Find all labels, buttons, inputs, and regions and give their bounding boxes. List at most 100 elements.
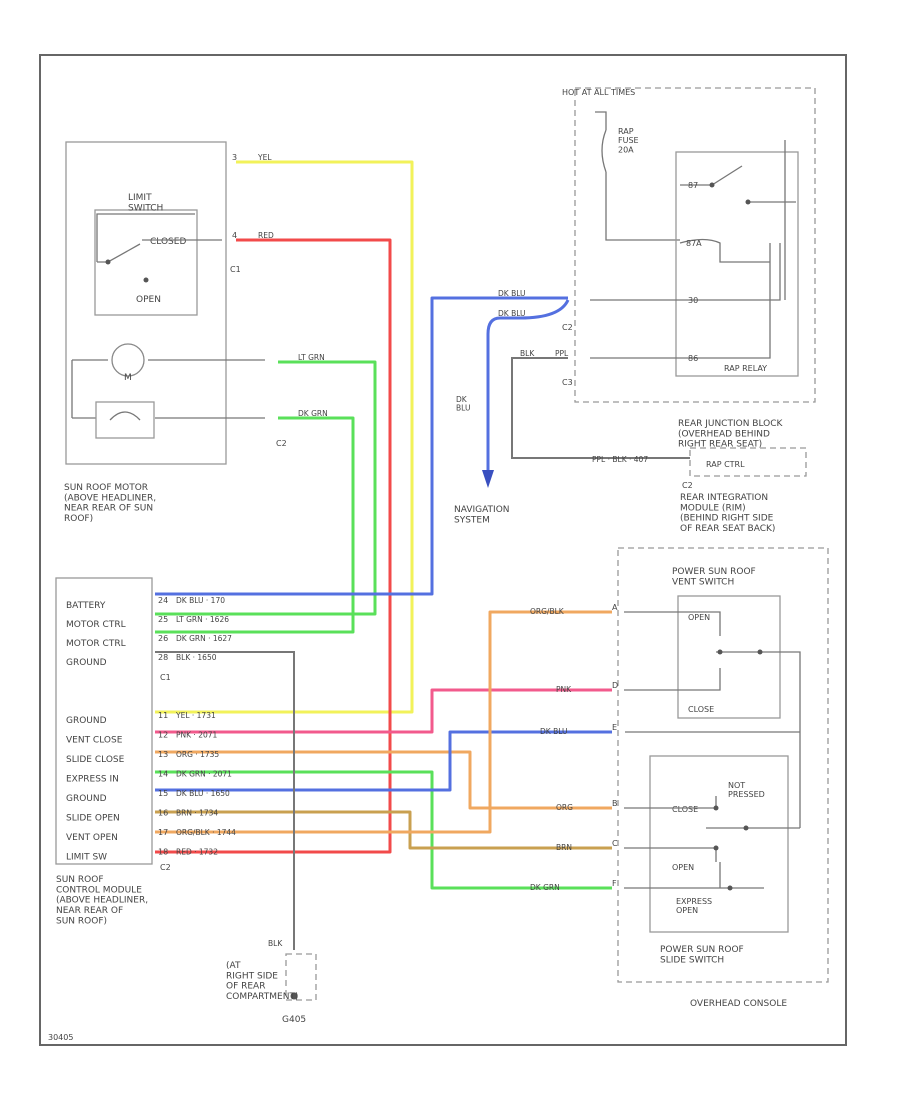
wire-label-dk-grn: DK GRN — [530, 883, 560, 892]
module-pin-label: VENT CLOSE — [66, 736, 123, 746]
ground-blk: BLK — [268, 939, 283, 948]
wire-dk-blu-ground — [155, 730, 612, 792]
wire-lt-grn — [155, 360, 377, 616]
module-pin-number: 18 — [158, 848, 168, 857]
wire-label-dk-blu: DK BLU — [540, 727, 568, 736]
wire-yel — [155, 160, 414, 714]
wire-label-org-blk: ORG/BLK — [530, 607, 565, 616]
module-wire-label: DK BLU · 170 — [176, 596, 225, 605]
wire-label-dk-grn: DK GRN — [298, 409, 328, 418]
c2-label: C2 — [276, 439, 287, 448]
breaker-symbol — [109, 411, 141, 421]
slide-close: CLOSE — [672, 805, 698, 814]
module-pin-number: 28 — [158, 653, 168, 662]
module-wire-label: ORG · 1735 — [176, 750, 219, 759]
relay-label: RAP RELAY — [724, 364, 767, 373]
module-pin-number: 12 — [158, 731, 168, 740]
module-pin-number: 11 — [158, 711, 168, 720]
vent-open: OPEN — [688, 613, 710, 622]
junction-dashed-box — [574, 87, 816, 403]
wire-dk-grn-motor — [155, 416, 355, 634]
wire-label-yel: YEL — [257, 153, 272, 162]
slide-contact — [713, 805, 719, 811]
relay-contacts — [590, 140, 796, 359]
wire-label-red: RED — [258, 231, 274, 240]
pin-30: 30 — [688, 296, 698, 305]
rap-ctrl-label: RAP CTRL — [706, 460, 745, 469]
module-pin-number: 13 — [158, 750, 168, 759]
wire-dk-blu-nav — [486, 299, 570, 478]
wire-org — [155, 750, 612, 810]
rim-dashed-box — [689, 447, 807, 477]
fuse-feed — [595, 111, 680, 241]
vent-close: CLOSE — [688, 705, 714, 714]
motor-icon — [111, 343, 145, 377]
relay-terminal — [745, 199, 751, 205]
pin-4: 4 — [232, 231, 237, 240]
breaker-box — [95, 401, 155, 439]
module-pin-number: 14 — [158, 770, 168, 779]
slide-switch-box — [649, 755, 789, 933]
vent-switch-box — [677, 595, 781, 719]
module-pin-label: BATTERY — [66, 601, 106, 611]
contact-dot — [143, 277, 149, 283]
motor-m-label: M — [124, 373, 132, 383]
module-wire-label: DK GRN · 1627 — [176, 634, 232, 643]
module-box — [55, 577, 153, 865]
overhead-console-label: OVERHEAD CONSOLE — [690, 999, 787, 1009]
wire-label-lt-grn: LT GRN — [298, 353, 325, 362]
wire-dk-blu-battery — [155, 296, 568, 596]
wire-blk-rim — [511, 357, 690, 459]
console-dashed-box — [617, 547, 829, 983]
c3-label: C3 — [562, 378, 573, 387]
pin-87: 87 — [688, 181, 698, 190]
open-label: OPEN — [136, 295, 161, 305]
motor-caption: SUN ROOF MOTOR(ABOVE HEADLINER,NEAR REAR… — [64, 483, 156, 524]
wires — [155, 160, 690, 950]
module-pin-number: 16 — [158, 809, 168, 818]
wire-label-dk-blu: DK BLU — [498, 289, 526, 298]
module-wire-label: YEL · 1731 — [175, 711, 216, 720]
module-pin-number: 17 — [158, 828, 168, 837]
module-pin-number: 24 — [158, 596, 168, 605]
wire-label-dk-blu-2: DK BLU — [498, 309, 526, 318]
ground-id: G405 — [282, 1015, 306, 1025]
wire-red — [155, 238, 392, 854]
module-wire-label: ORG/BLK · 1744 — [176, 828, 236, 837]
motor-box — [65, 141, 227, 465]
vent-contact — [717, 649, 723, 655]
switch-pin-letter: D — [612, 681, 618, 690]
wire-org-blk — [155, 610, 612, 834]
module-pin-label: MOTOR CTRL — [66, 620, 126, 630]
module-pin-label: MOTOR CTRL — [66, 639, 126, 649]
module-pin-label: GROUND — [66, 716, 107, 726]
pin-86: 86 — [688, 354, 698, 363]
vent-contact — [757, 649, 763, 655]
module-pin-number: 26 — [158, 634, 168, 643]
slide-contact — [727, 885, 733, 891]
module-wire-label: LT GRN · 1626 — [176, 615, 229, 624]
module-wire-label: RED · 1732 — [176, 848, 218, 857]
limit-switch-box — [94, 209, 198, 316]
module-pin-number: 15 — [158, 789, 168, 798]
module-pin-label: SLIDE OPEN — [66, 814, 120, 824]
contact-dot — [105, 259, 111, 265]
slide-open: OPEN — [672, 863, 694, 872]
